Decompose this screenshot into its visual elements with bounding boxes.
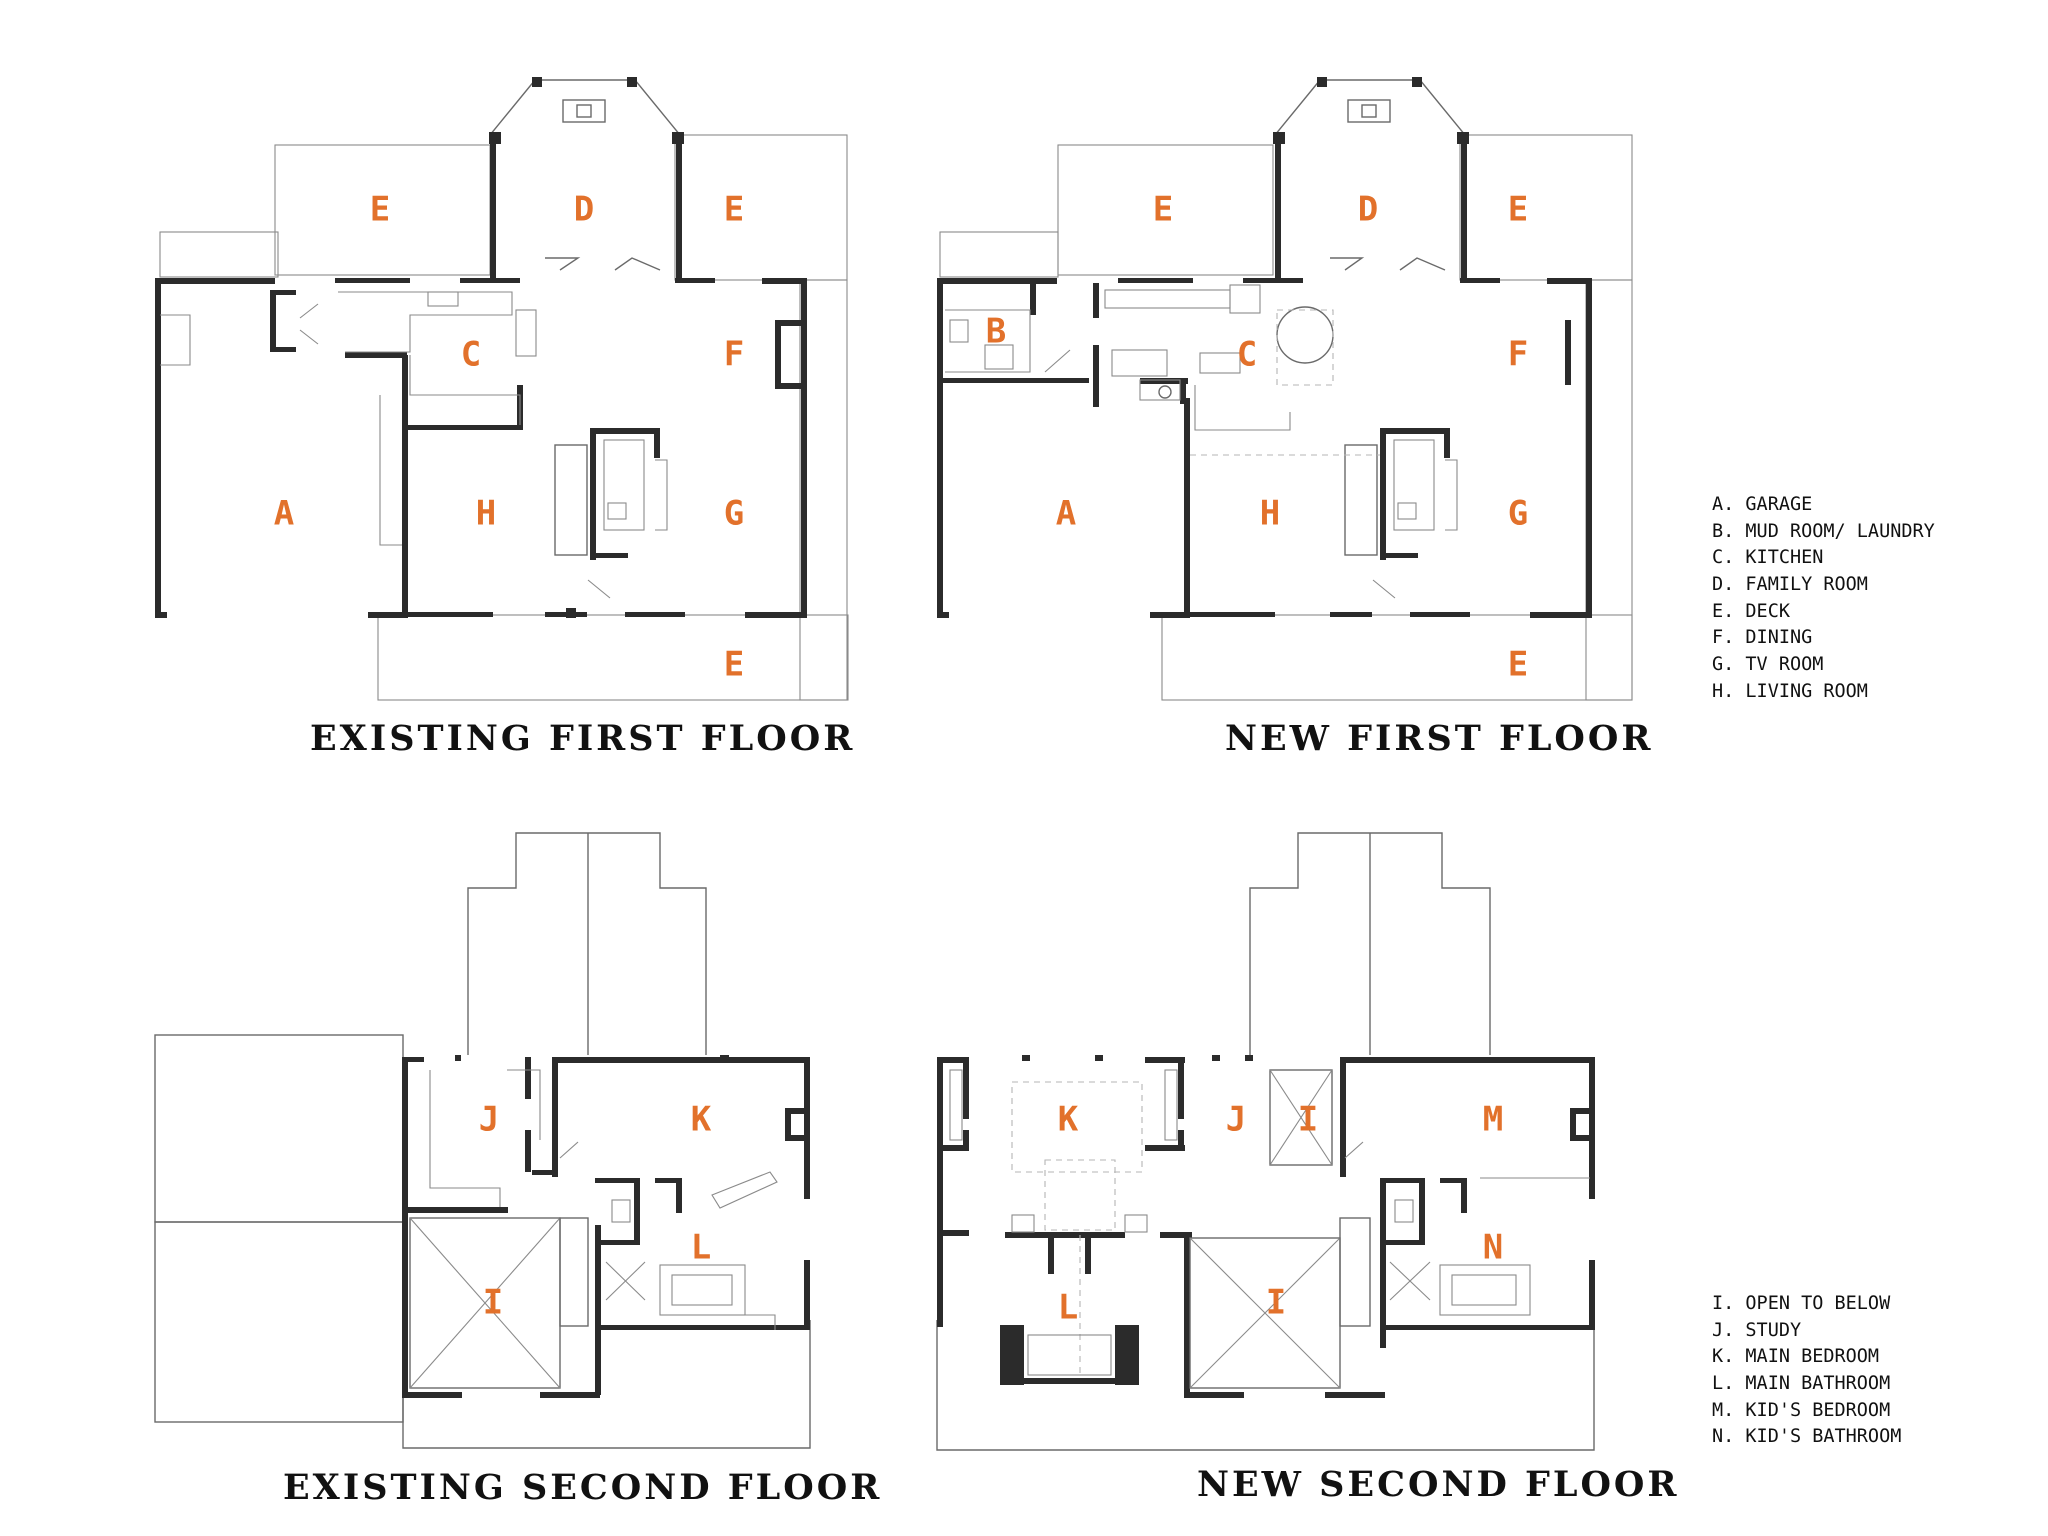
interior-fixtures [409, 1055, 778, 1389]
room-label: H [476, 494, 496, 534]
legend-item: G. TV ROOM [1712, 654, 1824, 676]
room-label: G [724, 494, 744, 534]
plan-existing-second-floor: J K L I [154, 832, 811, 1449]
legend-item: N. KID'S BATHROOM [1712, 1426, 1902, 1448]
room-label: L [1058, 1288, 1078, 1328]
legend-item: F. DINING [1712, 627, 1813, 649]
legend-item: I. OPEN TO BELOW [1712, 1293, 1891, 1314]
walls [937, 1057, 1595, 1398]
walls [155, 132, 807, 618]
interior-fixtures [945, 284, 1458, 599]
legend-item: E. DECK [1712, 600, 1790, 622]
walls [402, 1057, 810, 1398]
room-label: E [370, 190, 390, 230]
room-label: J [479, 1100, 499, 1140]
room-label: E [1153, 190, 1173, 230]
room-label: I [483, 1283, 503, 1323]
interior-fixtures [160, 291, 668, 618]
room-label: I [1298, 1100, 1318, 1140]
room-label: F [724, 335, 744, 375]
title-new-second-floor: NEW SECOND FLOOR [1197, 1464, 1680, 1505]
legend-item: L. MAIN BATHROOM [1712, 1373, 1891, 1395]
room-label: K [691, 1100, 712, 1140]
legend-second-floor: I. OPEN TO BELOW J. STUDY K. MAIN BEDROO… [1712, 1291, 1901, 1451]
title-new-first-floor: NEW FIRST FLOOR [1225, 718, 1654, 759]
room-label: D [1358, 190, 1378, 230]
legend-item: D. FAMILY ROOM [1712, 574, 1868, 596]
room-label: E [1508, 645, 1528, 685]
room-label: D [574, 190, 594, 230]
title-existing-second-floor: EXISTING SECOND FLOOR [283, 1467, 883, 1508]
room-label: E [724, 190, 744, 230]
room-label: M [1483, 1100, 1503, 1140]
interior-fixtures [949, 1055, 1590, 1389]
legend-item: H. LIVING ROOM [1712, 680, 1868, 702]
roof-outlines [936, 832, 1595, 1451]
family-room-bay [1273, 77, 1469, 271]
room-label: N [1483, 1228, 1503, 1268]
legend-item: J. STUDY [1712, 1319, 1802, 1341]
room-label: A [274, 494, 294, 534]
room-label: E [724, 645, 744, 685]
legend-item: K. MAIN BEDROOM [1712, 1346, 1880, 1368]
room-label: A [1056, 494, 1076, 534]
family-room-bay [489, 77, 684, 271]
room-label: B [986, 312, 1006, 352]
plan-new-second-floor: K J I M N L I [936, 832, 1595, 1451]
plan-new-first-floor: E D E B C F A H G E [937, 77, 1633, 701]
legend-item: A. GARAGE [1712, 494, 1813, 515]
room-label: F [1508, 335, 1528, 375]
room-label: E [1508, 190, 1528, 230]
room-label: G [1508, 494, 1528, 534]
room-labels: E D E B C F A H G E [986, 190, 1528, 685]
room-label: I [1266, 1283, 1286, 1323]
room-label: H [1260, 494, 1280, 534]
title-existing-first-floor: EXISTING FIRST FLOOR [310, 718, 856, 759]
roof-outlines [154, 832, 811, 1449]
room-labels: E D E C F A H G E [274, 190, 744, 685]
legend-item: B. MUD ROOM/ LAUNDRY [1712, 520, 1935, 542]
legend-first-floor: A. GARAGE B. MUD ROOM/ LAUNDRY C. KITCHE… [1712, 492, 1935, 706]
room-label: L [691, 1228, 711, 1268]
plan-existing-first-floor: E D E C F A H G E [155, 77, 849, 701]
room-labels: K J I M N L I [1058, 1100, 1503, 1328]
room-label: J [1226, 1100, 1246, 1140]
room-label: K [1058, 1100, 1079, 1140]
deck-areas [159, 134, 849, 701]
legend-item: M. KID'S BEDROOM [1712, 1399, 1891, 1421]
legend-item: C. KITCHEN [1712, 547, 1824, 569]
room-label: C [1237, 335, 1257, 375]
deck-areas [939, 134, 1633, 701]
walls [937, 132, 1592, 618]
room-labels: J K L I [479, 1100, 712, 1323]
room-label: C [461, 335, 481, 375]
